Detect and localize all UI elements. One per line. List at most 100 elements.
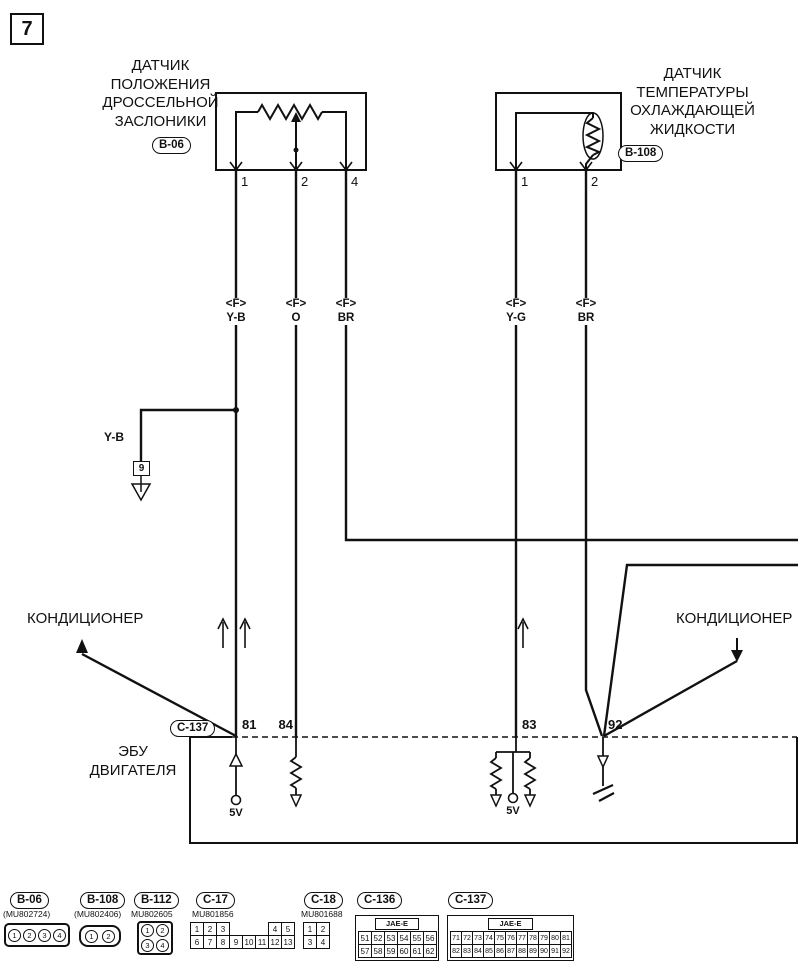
tps-name-line: ДРОССЕЛЬНОЙ bbox=[102, 94, 219, 111]
pin-cell: 4 bbox=[316, 935, 330, 949]
pin-cell: 5 bbox=[281, 922, 295, 936]
tps-pin-number: 4 bbox=[351, 174, 359, 189]
connector-label: B-108 bbox=[80, 892, 126, 909]
pin-cell: 1 bbox=[141, 924, 154, 937]
pin-cell: 2 bbox=[102, 929, 115, 943]
pin-cell: 60 bbox=[397, 944, 411, 958]
wire-label-br2: <F> BR bbox=[564, 298, 608, 325]
ecu-pin-number: 81 bbox=[242, 717, 257, 732]
ac-right-arrow-icon bbox=[731, 650, 743, 662]
connector-label: B-06 bbox=[10, 892, 49, 909]
supply-5v-label: 5V bbox=[506, 805, 520, 817]
pin-cell: 62 bbox=[423, 944, 437, 958]
ecu-pin-number: 84 bbox=[278, 717, 293, 732]
potentiometer-icon bbox=[235, 102, 347, 170]
connector-part-number: (MU802724) bbox=[3, 909, 51, 919]
pin-cell: 56 bbox=[423, 931, 437, 945]
joint-number-box: 9 bbox=[133, 461, 150, 476]
wire-label-o: <F> O bbox=[274, 298, 318, 325]
pin-cell: 81 bbox=[560, 931, 572, 945]
pin-cell: 4 bbox=[268, 922, 282, 936]
thermistor-icon bbox=[515, 112, 604, 170]
wire-br-ect bbox=[584, 170, 604, 737]
pin-cell: 57 bbox=[358, 944, 372, 958]
tps-sensor-symbol bbox=[215, 92, 367, 172]
tps-name-line: ЗАСЛОНИКИ bbox=[114, 112, 207, 130]
pin-cell: 3 bbox=[216, 922, 230, 936]
ect-name-line: ТЕМПЕРАТУРЫ bbox=[636, 83, 749, 101]
pin-cell: 4 bbox=[156, 939, 169, 952]
pin-cell: 2 bbox=[156, 924, 169, 937]
pin-exit-arrows bbox=[509, 161, 593, 172]
chassis-ground-icon bbox=[592, 783, 614, 796]
ecu-pin92-ground bbox=[592, 737, 615, 802]
wire-tag: <F> bbox=[225, 298, 247, 310]
ecu-box bbox=[189, 736, 798, 844]
pin-cell: 2 bbox=[316, 922, 330, 936]
pin-cell: 9 bbox=[229, 935, 243, 949]
pin-cell: 61 bbox=[410, 944, 424, 958]
pin-cell: 59 bbox=[384, 944, 398, 958]
ecu-name-line: ДВИГАТЕЛЯ bbox=[89, 761, 177, 779]
ecu-pin-number: 83 bbox=[522, 717, 537, 732]
ac-arrows bbox=[76, 638, 743, 662]
ac-left-label: КОНДИЦИОНЕР bbox=[27, 610, 144, 627]
pin-cell: 86 bbox=[494, 944, 506, 958]
wire-color: BR bbox=[337, 311, 355, 324]
pin-cell: 3 bbox=[141, 939, 154, 952]
ecu-internal-circuits bbox=[228, 737, 615, 808]
ect-name-line: ОХЛАЖДАЮЩЕЙ bbox=[630, 102, 755, 119]
pin-cell: 55 bbox=[410, 931, 424, 945]
tps-name-line: ПОЛОЖЕНИЯ bbox=[110, 75, 211, 93]
ac-left-arrow-icon bbox=[76, 639, 88, 653]
wire-color: BR bbox=[577, 311, 595, 324]
wire-color: Y-G bbox=[506, 311, 526, 324]
connector-part-number: (MU802406) bbox=[74, 909, 122, 919]
ect-pin-number: 2 bbox=[591, 174, 599, 189]
ecu-name: ЭБУ ДВИГАТЕЛЯ bbox=[86, 743, 180, 780]
pin-cell: 3 bbox=[38, 928, 51, 942]
wire-tag: <F> bbox=[505, 298, 527, 310]
connector-part-number: MU802605 bbox=[131, 909, 173, 919]
pin-cell: 13 bbox=[281, 935, 295, 949]
pin-cell bbox=[255, 922, 269, 936]
connector-series-label: JAE-E bbox=[488, 918, 533, 930]
pin-cell: 1 bbox=[8, 928, 21, 942]
ecu-pin-number: 92 bbox=[608, 717, 623, 732]
ac-right-label: КОНДИЦИОНЕР bbox=[676, 610, 793, 627]
ecu-name-line: ЭБУ bbox=[118, 743, 148, 760]
pin-cell: 2 bbox=[203, 922, 217, 936]
wire-label-yb: <F> Y-B bbox=[214, 298, 258, 325]
pin-cell: 52 bbox=[371, 931, 385, 945]
pin-cell: 53 bbox=[384, 931, 398, 945]
connector-series-label: JAE-E bbox=[374, 918, 420, 930]
direction-arrows bbox=[217, 617, 529, 648]
ect-sensor-symbol bbox=[495, 92, 622, 172]
ecu-pin84-pulldown-resistor bbox=[289, 737, 303, 808]
supply-5v-label: 5V bbox=[229, 807, 243, 819]
pin-cell: 58 bbox=[371, 944, 385, 958]
connector-part-number: MU801856 bbox=[192, 909, 234, 919]
ect-connector-label: B-108 bbox=[618, 145, 664, 162]
wire-ac-right bbox=[603, 659, 738, 738]
branch-wire-color: Y-B bbox=[104, 430, 125, 444]
pin-cell: 7 bbox=[203, 935, 217, 949]
pin-cell: 8 bbox=[216, 935, 230, 949]
connector-label: B-112 bbox=[134, 892, 179, 909]
tps-pin-number: 1 bbox=[241, 174, 249, 189]
connector-label: C-18 bbox=[304, 892, 343, 909]
pin-cell: 2 bbox=[23, 928, 36, 942]
page-number-box: 7 bbox=[10, 13, 44, 45]
wire-color: Y-B bbox=[226, 311, 246, 324]
pin-cell: 6 bbox=[190, 935, 204, 949]
